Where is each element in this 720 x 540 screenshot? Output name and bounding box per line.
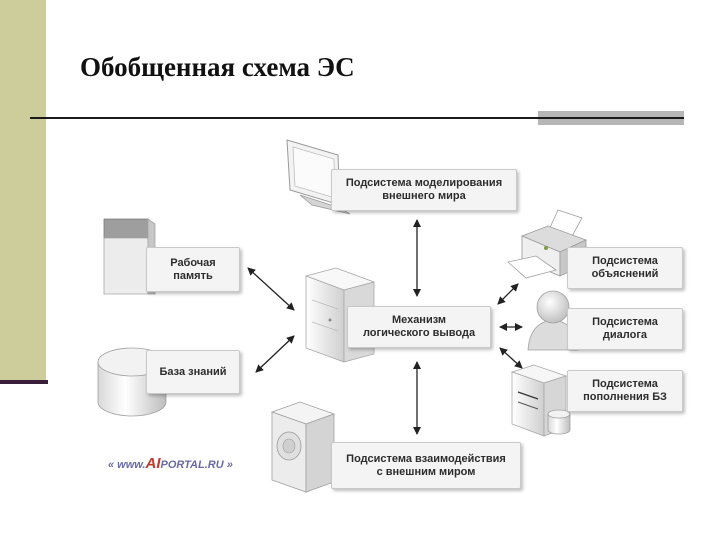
connector-inference-kb-update	[499, 347, 523, 369]
node-working-memory: Рабочая память	[146, 247, 240, 292]
title-rule-line	[538, 117, 684, 119]
watermark-prefix: « www.	[108, 459, 146, 471]
connector-inference-explanation	[497, 283, 519, 305]
node-dialog-subsystem: Подсистема диалога	[567, 308, 683, 350]
watermark-suffix: .RU »	[204, 459, 233, 471]
watermark-brand-rest: PORTAL	[160, 459, 205, 471]
title-rule	[30, 117, 538, 119]
printer-icon	[507, 209, 588, 279]
node-modeling-subsystem: Подсистема моделирования внешнего мира	[331, 169, 517, 211]
slide-title: Обобщенная схема ЭС	[80, 52, 355, 82]
slide-side-bar	[0, 0, 46, 383]
node-kb-update-subsystem: Подсистема пополнения БЗ	[567, 370, 683, 412]
server-with-storage-icon	[510, 364, 571, 437]
slide-side-bar-edge	[0, 380, 48, 384]
device-box-icon	[270, 401, 336, 493]
node-inference-engine: Механизм логического вывода	[347, 306, 491, 348]
user-icon	[527, 290, 579, 351]
connectors	[247, 219, 523, 435]
connector-working-memory-inference	[247, 267, 295, 311]
connector-knowledge-base-inference	[255, 335, 295, 373]
watermark-brand-initials: AI	[145, 455, 161, 472]
node-explanation-subsystem: Подсистема объяснений	[567, 247, 683, 289]
portal-watermark: « www.AIPORTAL.RU »	[108, 455, 233, 472]
node-interaction-subsystem: Подсистема взаимодействия с внешним миро…	[331, 442, 521, 489]
node-knowledge-base: База знаний	[146, 350, 240, 394]
